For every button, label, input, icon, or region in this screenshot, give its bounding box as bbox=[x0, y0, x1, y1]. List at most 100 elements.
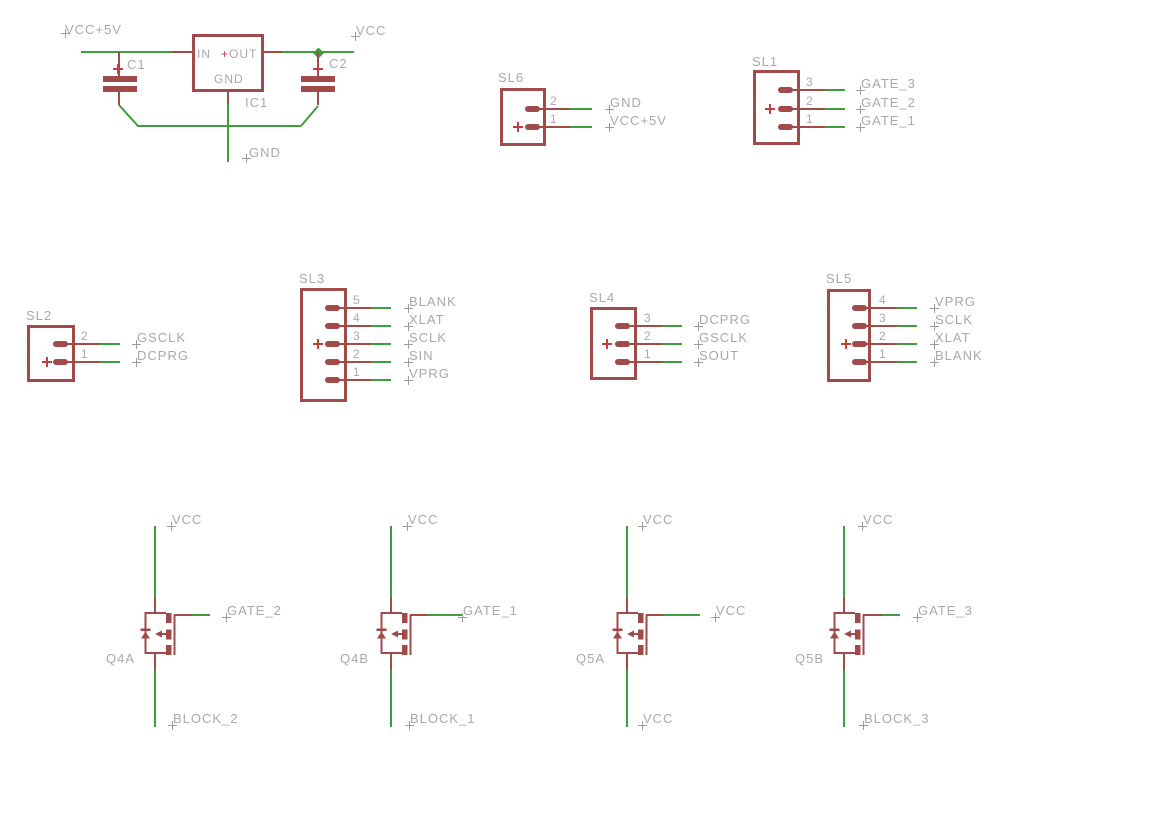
source-lead bbox=[390, 652, 392, 670]
sl1-pin-lead bbox=[792, 108, 825, 110]
pin-number: 2 bbox=[879, 329, 886, 343]
net-wire bbox=[371, 361, 391, 363]
net-wire bbox=[662, 361, 682, 363]
sl5-body bbox=[827, 289, 871, 382]
net-label: SIN bbox=[409, 348, 434, 363]
pin-number: 3 bbox=[644, 311, 651, 325]
net-label-gate: VCC bbox=[716, 603, 747, 618]
sl6-pin-lead bbox=[539, 108, 570, 110]
net-label: GSCLK bbox=[137, 330, 187, 345]
net-wire bbox=[570, 108, 592, 110]
pin-number: 3 bbox=[353, 329, 360, 343]
c1-lead-top bbox=[118, 52, 120, 76]
label-origin-cross bbox=[167, 522, 176, 531]
sl2-body bbox=[27, 325, 75, 382]
wire-vin bbox=[81, 51, 172, 53]
gate-lead bbox=[410, 614, 427, 616]
net-label-top: VCC bbox=[408, 512, 439, 527]
sl4-plus-mark bbox=[602, 339, 612, 349]
label-origin-cross bbox=[694, 322, 703, 331]
sl6-name: SL6 bbox=[498, 70, 525, 85]
q4a-name: Q4A bbox=[106, 651, 136, 666]
sl3-pin-contact bbox=[325, 341, 340, 347]
net-wire bbox=[371, 325, 391, 327]
gate-wire bbox=[663, 614, 700, 616]
drain-lead bbox=[154, 598, 156, 614]
pin-number: 1 bbox=[879, 347, 886, 361]
gate-wire bbox=[427, 614, 462, 616]
source-wire bbox=[626, 670, 628, 727]
sl2-pin-contact bbox=[53, 359, 68, 365]
sl3-pin-contact bbox=[325, 305, 340, 311]
label-origin-cross bbox=[168, 721, 177, 730]
sl4-pin-contact bbox=[615, 359, 630, 365]
ic1-name: IC1 bbox=[245, 95, 269, 110]
sl4-name: SL4 bbox=[589, 290, 616, 305]
net-wire bbox=[371, 307, 391, 309]
pmosfet-symbol bbox=[376, 612, 412, 655]
net-label: SOUT bbox=[699, 348, 740, 363]
net-label-bottom: BLOCK_1 bbox=[410, 711, 476, 726]
c1-lead-bottom bbox=[118, 92, 120, 105]
gate-lead bbox=[646, 614, 663, 616]
label-origin-cross bbox=[404, 304, 413, 313]
label-origin-cross bbox=[404, 358, 413, 367]
label-origin-cross bbox=[694, 358, 703, 367]
net-label: XLAT bbox=[409, 312, 445, 327]
pin-number: 2 bbox=[550, 94, 557, 108]
sl2-name: SL2 bbox=[26, 308, 53, 323]
net-label-vcc: VCC bbox=[356, 23, 387, 38]
net-wire bbox=[570, 126, 592, 128]
sl4-pin-lead bbox=[629, 361, 662, 363]
net-label-gnd: GND bbox=[249, 145, 281, 160]
sl5-pin-contact bbox=[852, 359, 867, 365]
drain-lead bbox=[843, 598, 845, 614]
pin-number: 1 bbox=[806, 112, 813, 126]
net-label-bottom: BLOCK_3 bbox=[864, 711, 930, 726]
net-wire bbox=[100, 343, 120, 345]
sl3-pin-contact bbox=[325, 323, 340, 329]
source-wire bbox=[390, 670, 392, 727]
gate-wire bbox=[192, 614, 210, 616]
c1-name: C1 bbox=[127, 57, 146, 72]
net-wire bbox=[897, 343, 917, 345]
sl1-name: SL1 bbox=[752, 54, 779, 69]
sl5-pin-contact bbox=[852, 323, 867, 329]
sl3-pin-contact bbox=[325, 359, 340, 365]
label-origin-cross bbox=[403, 522, 412, 531]
sl5-name: SL5 bbox=[826, 271, 853, 286]
net-label-top: VCC bbox=[863, 512, 894, 527]
label-origin-cross bbox=[605, 123, 614, 132]
label-origin-cross bbox=[856, 86, 865, 95]
gate-wire bbox=[882, 614, 900, 616]
c2-plate-top bbox=[301, 76, 335, 82]
sl3-body bbox=[300, 288, 347, 402]
net-label-gate: GATE_2 bbox=[227, 603, 282, 618]
drain-wire bbox=[843, 526, 845, 598]
label-origin-cross bbox=[638, 522, 647, 531]
sl3-name: SL3 bbox=[299, 271, 326, 286]
sl1-pin-lead bbox=[792, 89, 825, 91]
net-wire bbox=[825, 108, 845, 110]
pin-number: 3 bbox=[879, 311, 886, 325]
net-label: GND bbox=[610, 95, 642, 110]
pmosfet-symbol bbox=[612, 612, 648, 655]
label-origin-cross bbox=[930, 358, 939, 367]
ic1-regulator-body bbox=[192, 34, 264, 92]
net-wire bbox=[662, 325, 682, 327]
sl4-pin-lead bbox=[629, 343, 662, 345]
sl1-pin-contact bbox=[778, 106, 793, 112]
net-label: GSCLK bbox=[699, 330, 749, 345]
sl1-pin-contact bbox=[778, 87, 793, 93]
net-label: SCLK bbox=[409, 330, 447, 345]
label-origin-cross bbox=[694, 340, 703, 349]
sl5-pin-contact bbox=[852, 341, 867, 347]
sl4-pin-contact bbox=[615, 341, 630, 347]
source-wire bbox=[843, 670, 845, 727]
label-origin-cross bbox=[638, 721, 647, 730]
pin-number: 1 bbox=[550, 112, 557, 126]
label-origin-cross bbox=[458, 613, 467, 622]
drain-wire bbox=[154, 526, 156, 598]
sl5-pin-contact bbox=[852, 305, 867, 311]
